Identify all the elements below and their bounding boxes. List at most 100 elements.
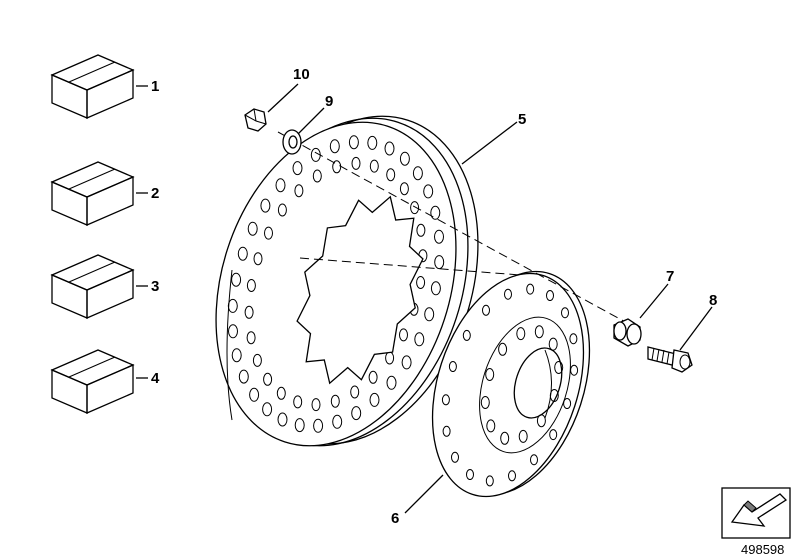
leader-line-10 — [267, 83, 299, 113]
hole — [386, 168, 396, 182]
leader-line-8 — [679, 306, 713, 351]
callout-2: 2 — [151, 185, 159, 202]
hole — [294, 418, 305, 433]
parts-box-icon — [50, 349, 135, 414]
hole — [466, 469, 474, 480]
hole — [293, 395, 303, 409]
assembly-axis-line — [299, 257, 521, 276]
hole — [482, 304, 490, 316]
hole — [399, 328, 408, 342]
hole — [498, 342, 508, 356]
arrow-icon[interactable] — [721, 487, 791, 539]
hole — [414, 332, 425, 347]
callout-7: 7 — [666, 268, 674, 285]
hole — [416, 276, 426, 289]
hole — [462, 329, 471, 341]
hole — [260, 198, 271, 213]
hole — [238, 369, 249, 384]
hole — [518, 429, 528, 443]
hole — [244, 305, 254, 319]
callout-5: 5 — [518, 111, 526, 128]
washer — [282, 129, 302, 155]
hex-nut — [244, 108, 267, 132]
hole — [410, 201, 420, 215]
leader-line-9 — [297, 107, 325, 135]
hole — [249, 387, 260, 402]
hole — [563, 398, 572, 409]
callout-4: 4 — [151, 370, 160, 387]
hole — [367, 135, 378, 150]
hole — [264, 226, 273, 240]
hole — [430, 281, 441, 296]
hole — [451, 451, 459, 463]
assembly-axis-line — [277, 131, 641, 331]
leader-line-5 — [461, 121, 518, 165]
hole — [412, 166, 423, 181]
hole — [530, 454, 538, 466]
disc-center-opening — [296, 195, 424, 385]
hole — [231, 272, 242, 287]
callout-9: 9 — [325, 93, 333, 110]
hole — [231, 348, 242, 363]
hole — [246, 279, 256, 292]
hole — [332, 414, 343, 429]
callout-10: 10 — [293, 66, 310, 83]
hole — [369, 392, 380, 407]
carrier-holes — [441, 283, 579, 487]
hole — [246, 331, 256, 345]
hole — [277, 203, 287, 217]
hole — [430, 205, 441, 220]
hole — [292, 161, 303, 176]
callout-6: 6 — [391, 510, 399, 527]
hole — [386, 375, 397, 390]
hole — [312, 169, 322, 183]
hole — [504, 288, 512, 300]
diagram-reference-number: 498598 — [741, 542, 784, 557]
hole — [423, 184, 434, 199]
parts-box-icon — [50, 54, 135, 119]
hole — [351, 156, 361, 170]
hole — [237, 246, 248, 261]
hole — [263, 372, 273, 386]
hole — [228, 324, 238, 339]
hole — [351, 406, 362, 421]
hole — [570, 364, 579, 376]
parts-box-icon — [50, 161, 135, 226]
hole — [569, 333, 578, 345]
hole — [369, 159, 379, 173]
callout-3: 3 — [151, 278, 159, 295]
bolt — [647, 346, 693, 373]
hole — [384, 141, 395, 156]
hole — [486, 419, 496, 433]
hole — [480, 396, 490, 409]
hole — [526, 283, 535, 295]
hole — [275, 178, 286, 193]
hole — [277, 412, 288, 427]
hole — [441, 394, 450, 406]
hole — [350, 385, 360, 399]
hole — [516, 327, 526, 341]
leader-line-7 — [639, 283, 669, 319]
parts-box-icon — [50, 254, 135, 319]
hole — [399, 182, 409, 196]
hole — [434, 255, 445, 270]
hole — [500, 431, 510, 445]
hole — [276, 386, 286, 400]
leader-line-6 — [404, 474, 444, 514]
hole — [448, 361, 457, 372]
hole — [330, 394, 340, 408]
hole — [485, 368, 495, 381]
hole — [252, 353, 262, 367]
callout-8: 8 — [709, 292, 717, 309]
callout-1: 1 — [151, 78, 159, 95]
hole — [549, 429, 558, 441]
hole — [313, 418, 324, 433]
hole — [434, 229, 444, 244]
hole — [548, 337, 558, 351]
hole — [294, 184, 304, 198]
hole — [554, 361, 564, 374]
hole — [368, 370, 378, 384]
disc-holes — [227, 135, 445, 433]
hole — [227, 298, 238, 313]
